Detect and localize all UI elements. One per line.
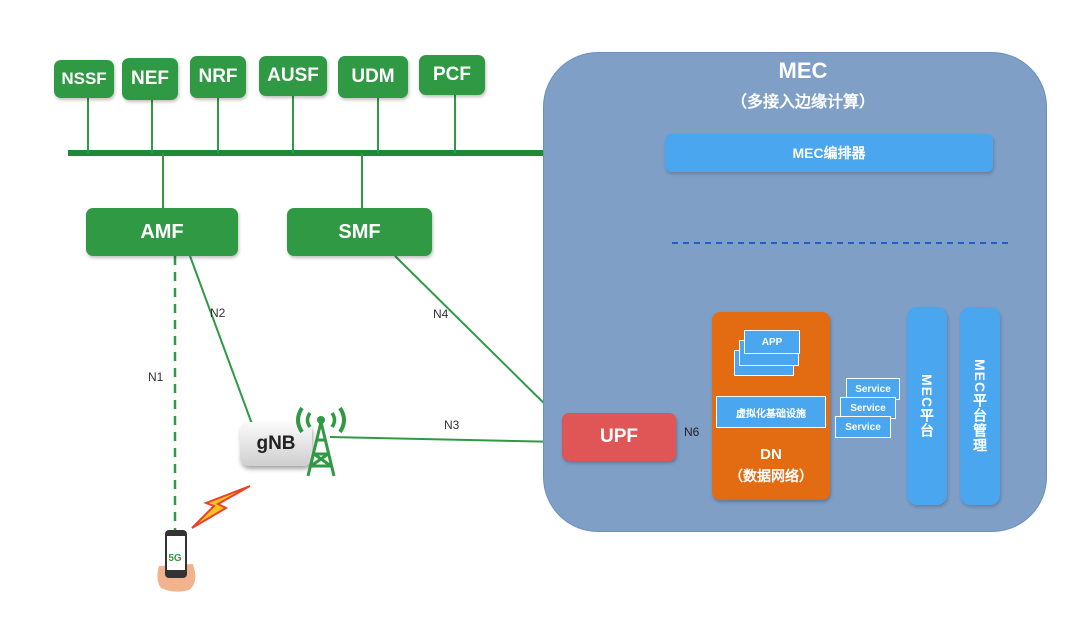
ausf-node: AUSF (259, 56, 327, 96)
n4-line (394, 255, 564, 423)
nef-node: NEF (122, 58, 178, 100)
mec-divider (672, 242, 1012, 244)
pcf-node: PCF (419, 55, 485, 95)
phone-icon (157, 530, 196, 592)
n3-line (329, 436, 564, 443)
udm-node: UDM (338, 56, 408, 98)
virtualization-infra: 虚拟化基础设施 (716, 396, 826, 428)
amf-node: AMF (86, 208, 238, 256)
dn-title: DN (760, 446, 782, 463)
mec-subtitle: （多接入边缘计算） (730, 94, 875, 111)
lightning-icon (191, 485, 251, 529)
nssf-node: NSSF (54, 60, 114, 98)
n4-label: N4 (433, 307, 449, 321)
mec-title: MEC (778, 58, 828, 83)
mec-platform-management: MEC平台管理 (960, 307, 1000, 505)
mec-platform: MEC平台 (907, 307, 947, 505)
n2-label: N2 (210, 306, 226, 320)
phone-5g-label: 5G (168, 553, 182, 564)
mec-orchestrator: MEC编排器 (665, 134, 993, 172)
antenna-tower-icon (296, 406, 346, 477)
n6-label: N6 (684, 425, 700, 439)
dn-subtitle: （数据网络） (729, 468, 813, 484)
n2-line (189, 255, 253, 425)
upf-node: UPF (562, 413, 676, 461)
service-card: Service (835, 416, 891, 438)
nrf-node: NRF (190, 56, 246, 98)
n1-label: N1 (148, 370, 164, 384)
smf-node: SMF (287, 208, 432, 256)
app-card: APP (744, 330, 800, 354)
n3-label: N3 (444, 418, 460, 432)
